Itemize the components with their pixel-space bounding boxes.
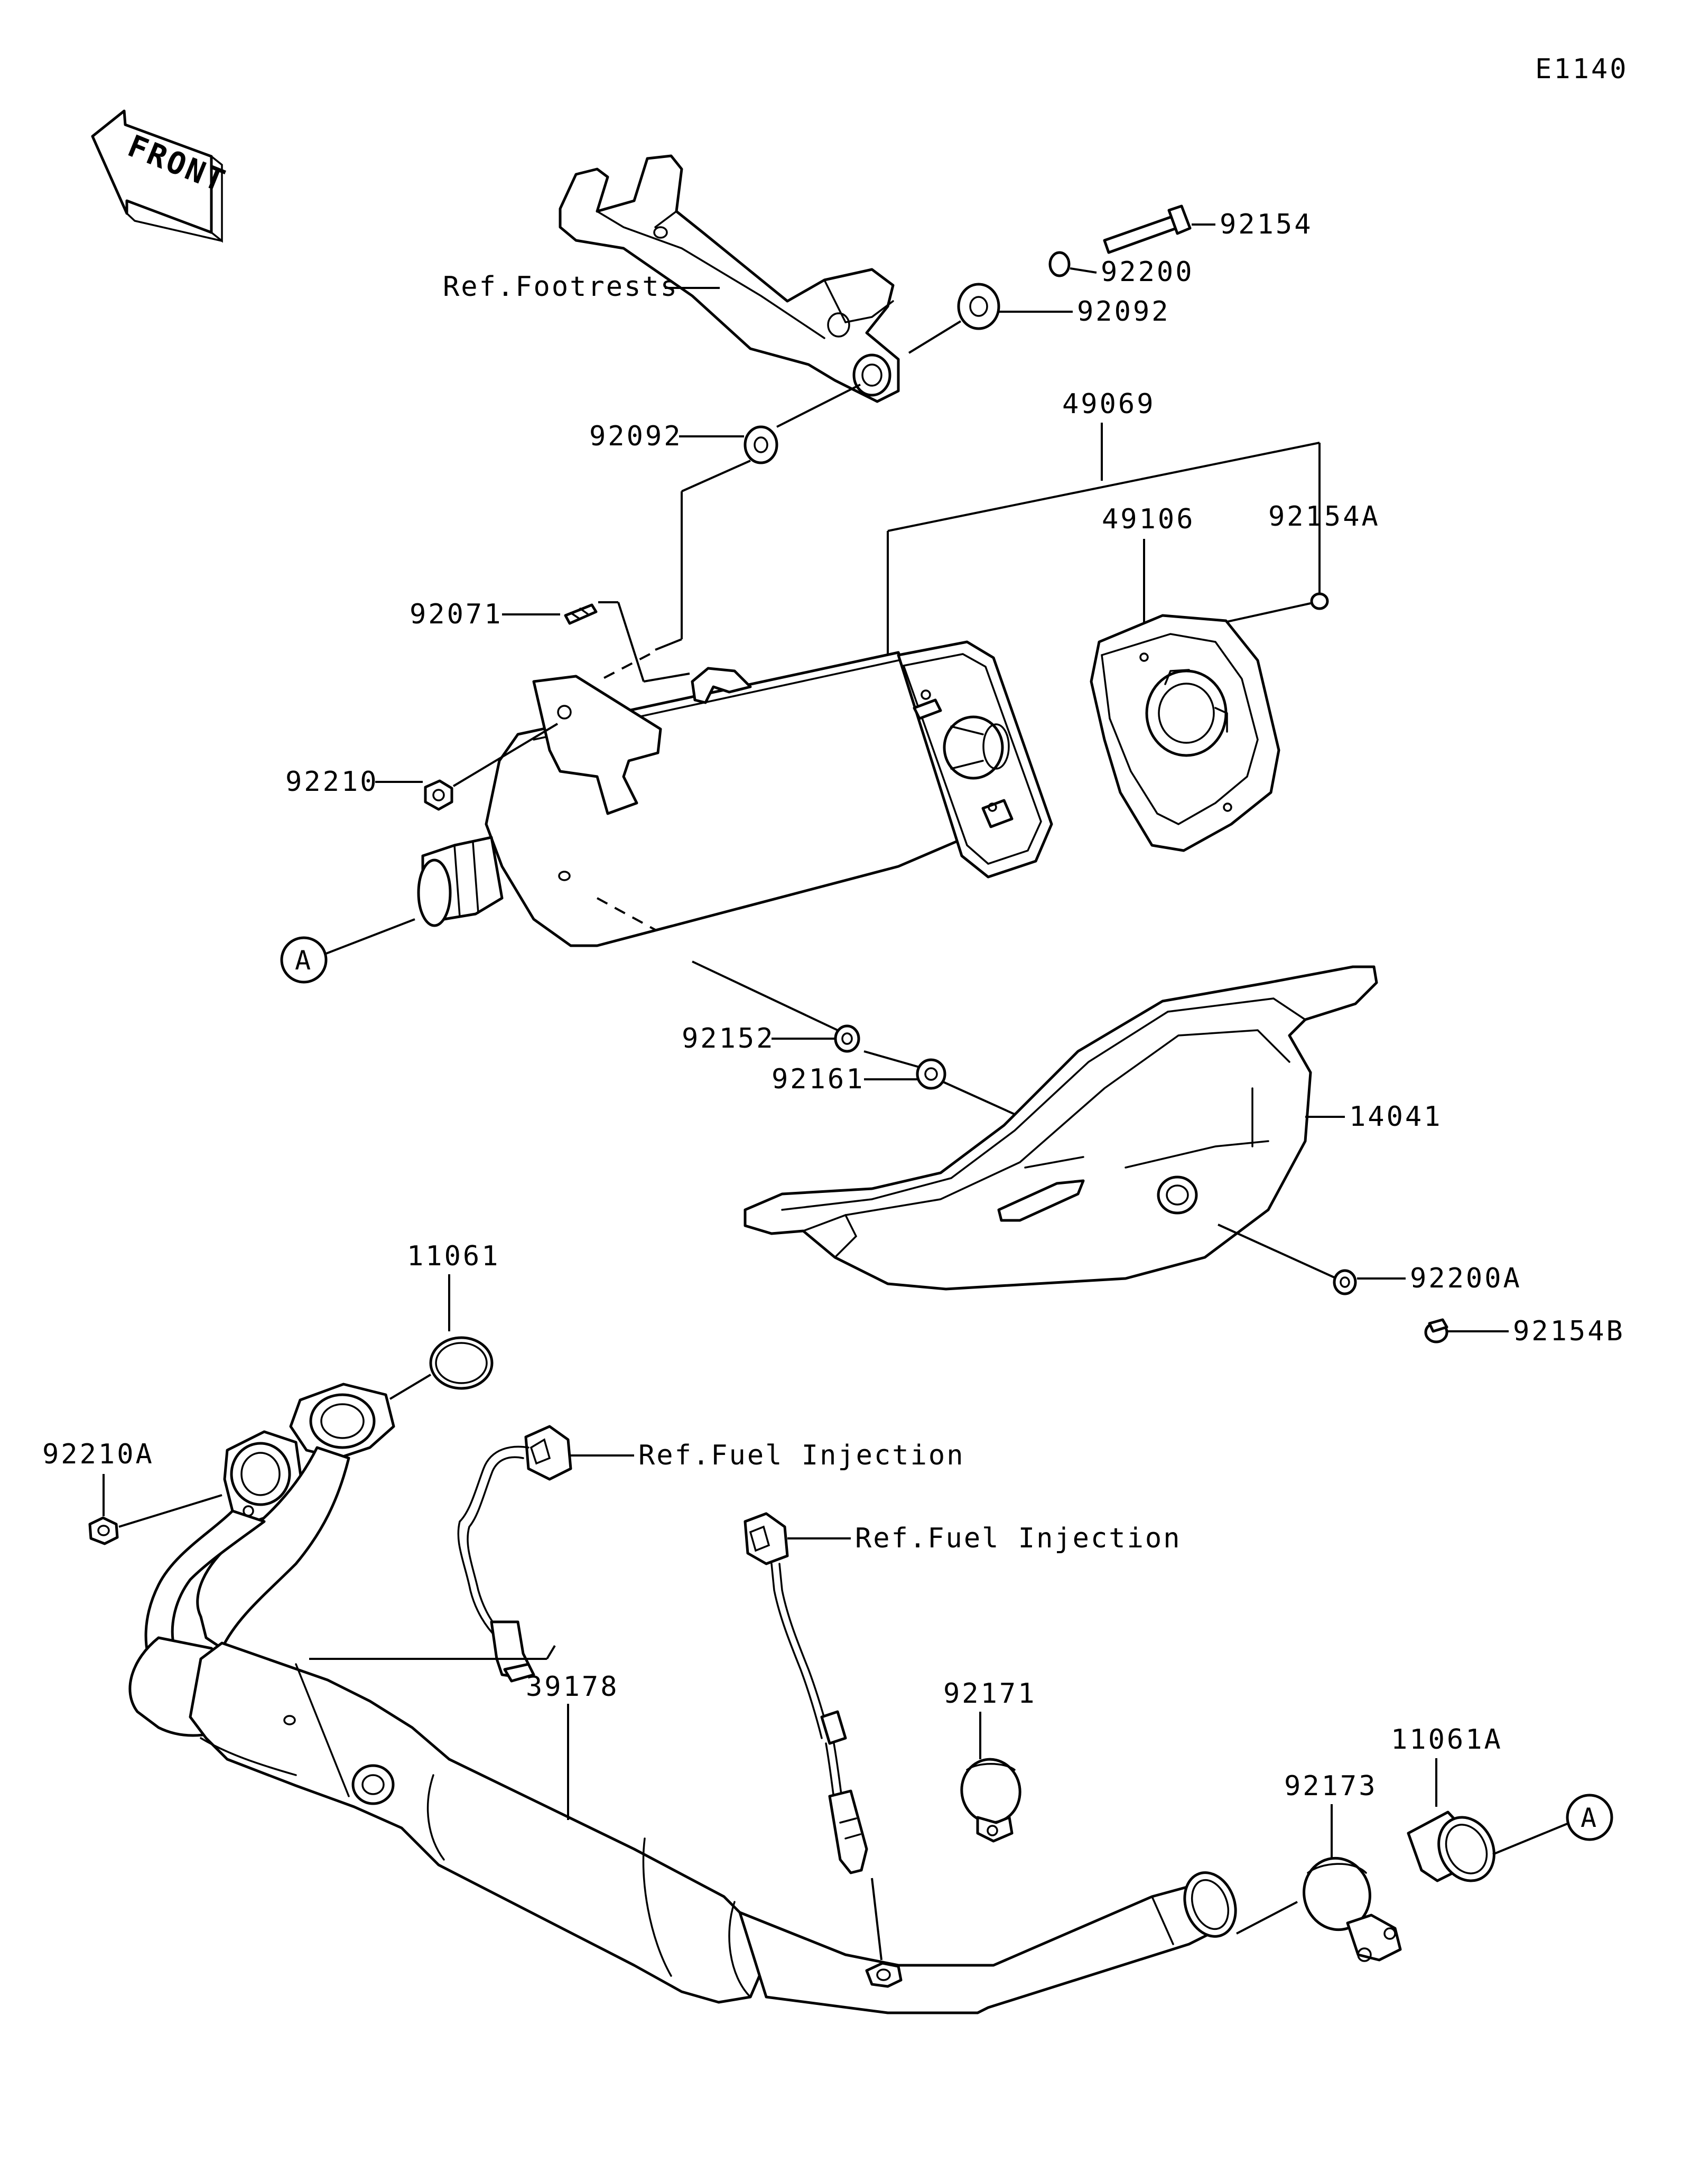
part-39178-label: 39178 bbox=[526, 1671, 619, 1703]
part-92210-label: 92210 bbox=[285, 766, 379, 798]
part-92173-label: 92173 bbox=[1284, 1770, 1378, 1802]
heat-shield-14041 bbox=[744, 965, 1378, 1291]
grommet-92092-upper bbox=[957, 283, 1000, 330]
part-92210A-label: 92210A bbox=[42, 1439, 154, 1470]
washer-92200A bbox=[1333, 1269, 1357, 1295]
exhaust-pipe-39178 bbox=[128, 1383, 1237, 2014]
part-92154A-label: 92154A bbox=[1268, 501, 1380, 533]
o2-sensor-upper bbox=[457, 1425, 572, 1683]
end-cover-49106 bbox=[1090, 614, 1280, 852]
sleeve-11061A bbox=[1407, 1810, 1495, 1882]
muffler-body bbox=[417, 640, 1053, 947]
part-92161-label: 92161 bbox=[772, 1063, 865, 1095]
gasket-11061 bbox=[429, 1336, 494, 1390]
part-49069-label: 49069 bbox=[1062, 388, 1156, 420]
part-11061-label: 11061 bbox=[407, 1240, 500, 1272]
connection-ref-a-upper: A bbox=[280, 936, 328, 984]
part-49106-label: 49106 bbox=[1102, 503, 1195, 535]
nut-92210A bbox=[88, 1516, 119, 1545]
bolt-92154 bbox=[1103, 204, 1192, 254]
washer-92200 bbox=[1048, 251, 1071, 277]
svg-text:A: A bbox=[1581, 1803, 1596, 1833]
ref-fuel-injection-lower-label: Ref.Fuel Injection bbox=[855, 1523, 1182, 1554]
washer-92152 bbox=[834, 1024, 860, 1053]
part-11061A-label: 11061A bbox=[1391, 1724, 1503, 1756]
part-92200A-label: 92200A bbox=[1410, 1263, 1522, 1294]
part-92071-label: 92071 bbox=[410, 599, 503, 630]
part-92171-label: 92171 bbox=[943, 1678, 1037, 1710]
o2-sensor-lower bbox=[744, 1512, 868, 1874]
clip-92071 bbox=[564, 603, 598, 625]
grommet-92161 bbox=[916, 1058, 946, 1090]
clamp-92173 bbox=[1303, 1856, 1402, 1962]
screw-92154A bbox=[1310, 592, 1329, 610]
ref-footrests-label: Ref.Footrests bbox=[443, 271, 679, 303]
part-92152-label: 92152 bbox=[682, 1023, 775, 1054]
part-92092-lower-label: 92092 bbox=[589, 421, 683, 452]
diagram-code: E1140 bbox=[1535, 53, 1629, 85]
ref-fuel-injection-upper-label: Ref.Fuel Injection bbox=[638, 1440, 965, 1471]
connection-ref-a-lower: A bbox=[1566, 1794, 1613, 1841]
part-92154B-label: 92154B bbox=[1513, 1315, 1625, 1347]
svg-text:A: A bbox=[295, 945, 311, 976]
clamp-92171 bbox=[960, 1758, 1021, 1843]
footrest-bracket bbox=[559, 154, 900, 403]
part-14041-label: 14041 bbox=[1349, 1101, 1443, 1133]
part-92092-upper-label: 92092 bbox=[1077, 296, 1170, 328]
part-92200-label: 92200 bbox=[1101, 256, 1194, 288]
grommet-92092-lower bbox=[744, 425, 778, 464]
nut-92210 bbox=[424, 779, 453, 811]
front-arrow-icon: FRONT bbox=[91, 109, 231, 243]
screw-92154B bbox=[1424, 1318, 1448, 1343]
part-92154-label: 92154 bbox=[1220, 209, 1313, 240]
